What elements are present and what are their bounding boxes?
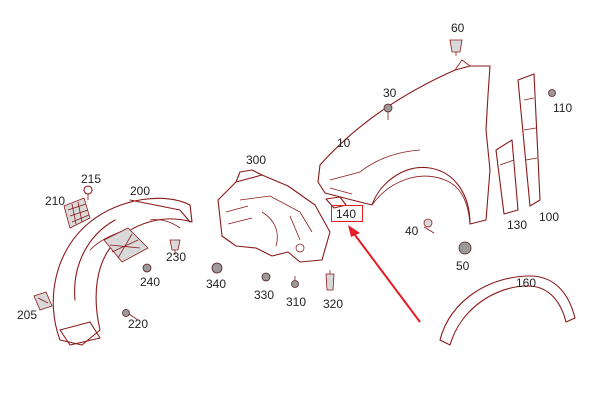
fender-10 — [317, 59, 491, 225]
clip-215 — [83, 185, 93, 200]
screw-310 — [291, 276, 299, 288]
clip-60 — [449, 39, 463, 56]
callout-320: 320 — [323, 297, 344, 311]
screw-110 — [548, 89, 556, 97]
screw-220 — [122, 309, 139, 321]
callout-205: 205 — [17, 308, 38, 322]
nut-240 — [142, 263, 152, 273]
callout-300: 300 — [246, 153, 267, 167]
callout-50: 50 — [456, 259, 470, 273]
nut-50 — [458, 241, 472, 255]
clip-320 — [325, 270, 335, 291]
arch-trim-160 — [439, 275, 576, 346]
seal-strip-100 — [517, 73, 541, 207]
callout-330: 330 — [254, 288, 275, 302]
callout-210: 210 — [45, 194, 66, 208]
callout-30: 30 — [383, 86, 397, 100]
callout-40: 40 — [405, 224, 419, 238]
callout-130: 130 — [507, 218, 528, 232]
callout-200: 200 — [130, 184, 151, 198]
highlight-box-140 — [331, 205, 363, 222]
bolt-30 — [383, 103, 393, 120]
callout-340: 340 — [206, 277, 227, 291]
callout-100: 100 — [539, 210, 560, 224]
callout-230: 230 — [166, 250, 187, 264]
callout-220: 220 — [128, 317, 149, 331]
bolt-40 — [423, 218, 435, 234]
cover-130 — [495, 139, 519, 215]
callout-140: 140 — [336, 207, 357, 221]
callout-10: 10 — [337, 136, 351, 150]
wheel-arch-liner-200 — [52, 197, 193, 346]
callout-110: 110 — [553, 101, 573, 115]
callout-310: 310 — [286, 295, 307, 309]
nut-340 — [211, 262, 223, 274]
callout-240: 240 — [140, 275, 161, 289]
callout-160: 160 — [516, 276, 537, 290]
clip-230 — [169, 239, 181, 255]
callout-215: 215 — [81, 172, 102, 186]
wheelhouse-liner-300 — [217, 169, 331, 263]
grille-210 — [63, 197, 91, 229]
highlight-arrow — [348, 225, 421, 323]
nut-330 — [261, 272, 271, 282]
callout-60: 60 — [451, 21, 465, 35]
plug-205 — [33, 291, 53, 311]
